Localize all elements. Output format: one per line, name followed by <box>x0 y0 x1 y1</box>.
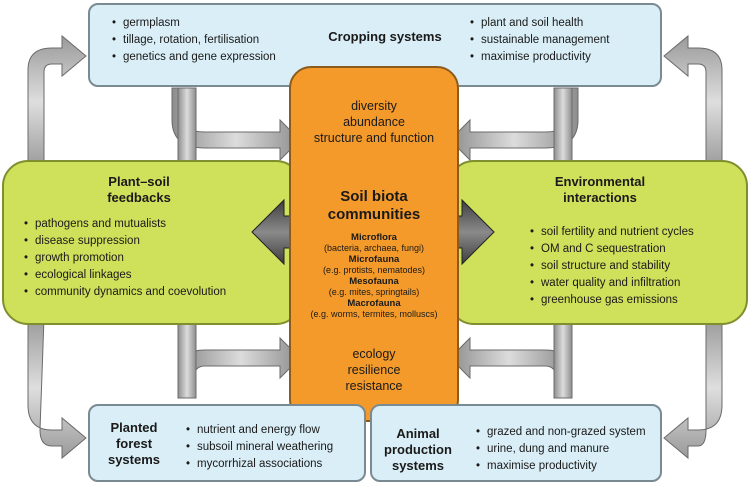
list-item: urine, dung and manure <box>476 441 646 458</box>
forest-list: nutrient and energy flow subsoil mineral… <box>186 422 333 473</box>
forest-title: Planted forest systems <box>107 420 161 467</box>
list-item: OM and C sequestration <box>530 241 694 258</box>
environmental-title: Environmental interactions <box>554 174 646 205</box>
list-item: water quality and infiltration <box>530 275 694 292</box>
plant-soil-feedbacks-box: Plant–soil feedbacks pathogens and mutua… <box>2 160 302 325</box>
list-item: growth promotion <box>24 250 226 267</box>
list-item: disease suppression <box>24 233 226 250</box>
group-name: Microflora <box>351 232 397 243</box>
list-item: mycorrhizal associations <box>186 456 333 473</box>
list-item: maximise productivity <box>470 49 610 66</box>
group-name: Microfauna <box>348 254 400 265</box>
soil-biota-groups: Microflora (bacteria, archaea, fungi) Mi… <box>291 232 457 320</box>
planted-forest-box: Planted forest systems nutrient and ener… <box>88 404 366 482</box>
list-item: ecological linkages <box>24 267 226 284</box>
list-item: tillage, rotation, fertilisation <box>112 32 276 49</box>
list-item: grazed and non-grazed system <box>476 424 646 441</box>
group-name: Macrofauna <box>347 298 401 309</box>
animal-title: Animal production systems <box>384 426 452 473</box>
plant-soil-list: pathogens and mutualists disease suppres… <box>24 216 226 301</box>
soil-biota-box: diversity abundance structure and functi… <box>289 66 459 422</box>
group-detail: (e.g. mites, springtails) <box>328 287 420 297</box>
outer-arrow-bottom-left <box>27 317 87 460</box>
group-detail: (e.g. protists, nematodes) <box>322 265 426 275</box>
soil-biota-bottom-text: ecology resilience resistance <box>345 347 403 393</box>
animal-production-box: Animal production systems grazed and non… <box>370 404 662 482</box>
group-detail: (e.g. worms, termites, molluscs) <box>310 309 438 319</box>
list-item: germplasm <box>112 15 276 32</box>
list-item: maximise productivity <box>476 458 646 475</box>
list-item: community dynamics and coevolution <box>24 284 226 301</box>
list-item: subsoil mineral weathering <box>186 439 333 456</box>
list-item: pathogens and mutualists <box>24 216 226 233</box>
list-item: genetics and gene expression <box>112 49 276 66</box>
soil-biota-title: Soil biota communities <box>327 188 421 223</box>
list-item: soil structure and stability <box>530 258 694 275</box>
list-item: soil fertility and nutrient cycles <box>530 224 694 241</box>
list-item: greenhouse gas emissions <box>530 292 694 309</box>
list-item: plant and soil health <box>470 15 610 32</box>
soil-biota-top-text: diversity abundance structure and functi… <box>313 99 435 145</box>
cropping-right-list: plant and soil health sustainable manage… <box>470 15 610 66</box>
environmental-interactions-box: Environmental interactions soil fertilit… <box>448 160 748 325</box>
outer-arrow-top-left <box>27 34 87 169</box>
plant-soil-title: Plant–soil feedbacks <box>107 174 171 205</box>
environmental-list: soil fertility and nutrient cycles OM an… <box>530 224 694 309</box>
group-name: Mesofauna <box>349 276 399 287</box>
outer-arrow-bottom-right <box>663 317 723 460</box>
animal-list: grazed and non-grazed system urine, dung… <box>476 424 646 475</box>
list-item: nutrient and energy flow <box>186 422 333 439</box>
cropping-title: Cropping systems <box>328 29 442 44</box>
group-detail: (bacteria, archaea, fungi) <box>323 243 425 253</box>
outer-arrow-top-right <box>663 34 723 169</box>
list-item: sustainable management <box>470 32 610 49</box>
cropping-left-list: germplasm tillage, rotation, fertilisati… <box>112 15 276 66</box>
